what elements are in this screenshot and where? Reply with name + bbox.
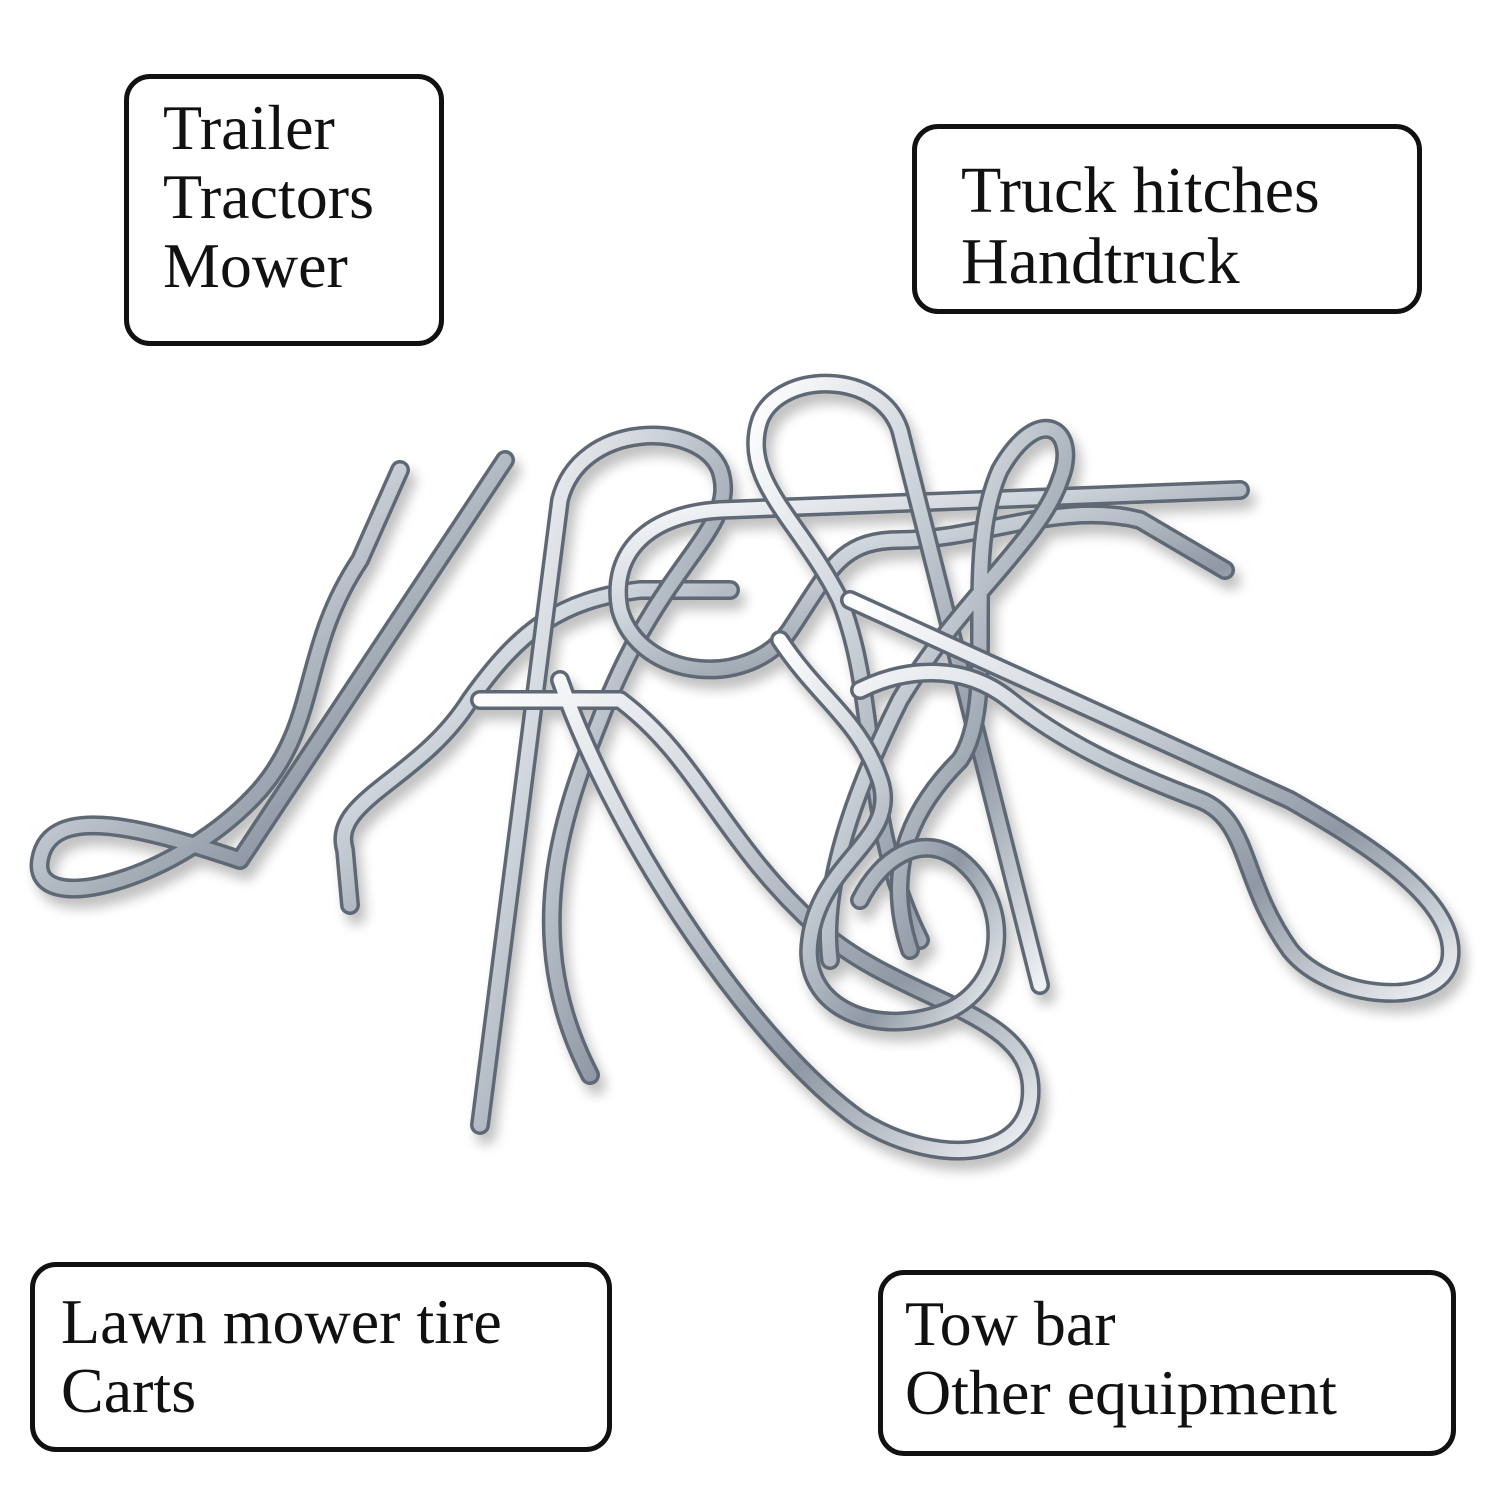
hitch-pin-clip <box>29 450 515 899</box>
hitch-pin-clip <box>470 670 1041 1161</box>
hitch-pin-clip <box>333 580 740 915</box>
label-line: Handtruck <box>961 225 1240 299</box>
label-line: Tow bar <box>905 1288 1116 1359</box>
hitch-pin-clip <box>608 480 1250 680</box>
hitch-pin-clip <box>770 630 1007 1032</box>
label-box-tow-bar-other-equipment: Tow bar Other equipment <box>878 1270 1456 1456</box>
hitch-pin-clip <box>840 590 1461 1003</box>
label-line: Truck hitches <box>961 154 1320 227</box>
hitch-pin-clip <box>470 425 734 1135</box>
label-line: Lawn mower tire <box>61 1286 502 1357</box>
label-box-trailer-tractors-mower: Trailer Tractors Mower <box>124 74 444 346</box>
hitch-pin-clip <box>818 418 1076 970</box>
label-line: Trailer <box>163 92 335 163</box>
label-line: Other equipment <box>905 1357 1337 1429</box>
label-box-lawn-mower-tire-carts: Lawn mower tire Carts <box>30 1262 612 1452</box>
label-line: Mower <box>163 230 348 302</box>
label-line: Carts <box>61 1355 197 1427</box>
label-line: Tractors <box>163 161 374 233</box>
label-box-truck-hitches-handtruck: Truck hitches Handtruck <box>912 124 1422 314</box>
